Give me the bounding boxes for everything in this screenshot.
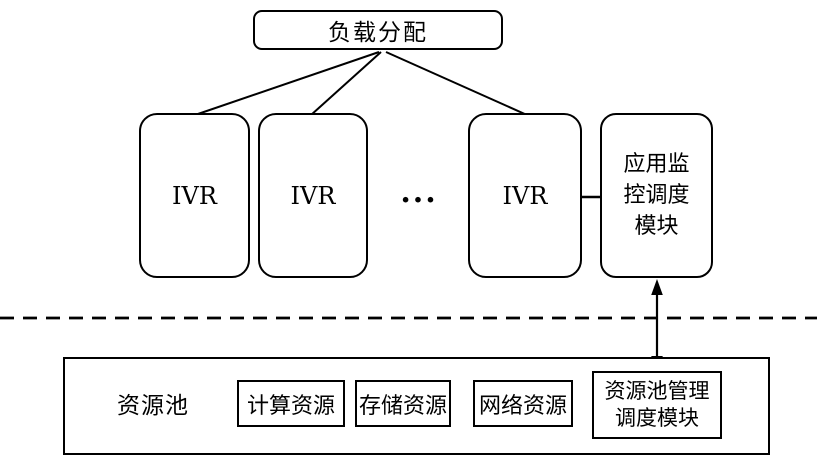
ivr-node-label: IVR xyxy=(502,181,548,210)
ivr-node-label: IVR xyxy=(172,181,217,210)
app-monitor-label: 应用监 控调度 模块 xyxy=(623,149,689,242)
compute-resource-node: 计算资源 xyxy=(237,380,345,427)
pool-manager-node: 资源池管理 调度模块 xyxy=(592,371,722,439)
network-resource-node: 网络资源 xyxy=(473,380,573,427)
compute-resource-label: 计算资源 xyxy=(246,393,335,419)
app-monitor-node: 应用监 控调度 模块 xyxy=(600,113,713,278)
storage-resource-node: 存储资源 xyxy=(355,380,451,427)
load-balancer-label: 负载分配 xyxy=(328,20,428,46)
hierarchy-line-to-ivr3 xyxy=(385,51,528,116)
resource-pool-label: 资源池 xyxy=(117,393,189,419)
ivr-node-label: IVR xyxy=(290,181,336,210)
network-resource-label: 网络资源 xyxy=(478,393,567,419)
app-monitor-line: 应用监 xyxy=(623,152,690,177)
load-balancer-node: 负载分配 xyxy=(253,10,503,50)
ivr-node-2: IVR xyxy=(258,113,368,278)
app-monitor-line: 模块 xyxy=(634,214,679,239)
ivr-node-1: IVR xyxy=(139,113,250,278)
hierarchy-line-to-ivr2 xyxy=(310,51,382,116)
app-monitor-line: 控调度 xyxy=(623,183,690,208)
ellipsis-dots: ... xyxy=(395,172,443,212)
pool-manager-line: 资源池管理 xyxy=(604,379,710,403)
arrowhead-up xyxy=(651,279,663,295)
pool-manager-label: 资源池管理 调度模块 xyxy=(605,378,710,432)
ellipsis-text: ... xyxy=(400,174,438,210)
ivr-node-3: IVR xyxy=(468,113,582,278)
pool-manager-line: 调度模块 xyxy=(615,406,699,430)
storage-resource-label: 存储资源 xyxy=(358,393,447,419)
hierarchy-line-to-ivr1 xyxy=(194,51,380,116)
